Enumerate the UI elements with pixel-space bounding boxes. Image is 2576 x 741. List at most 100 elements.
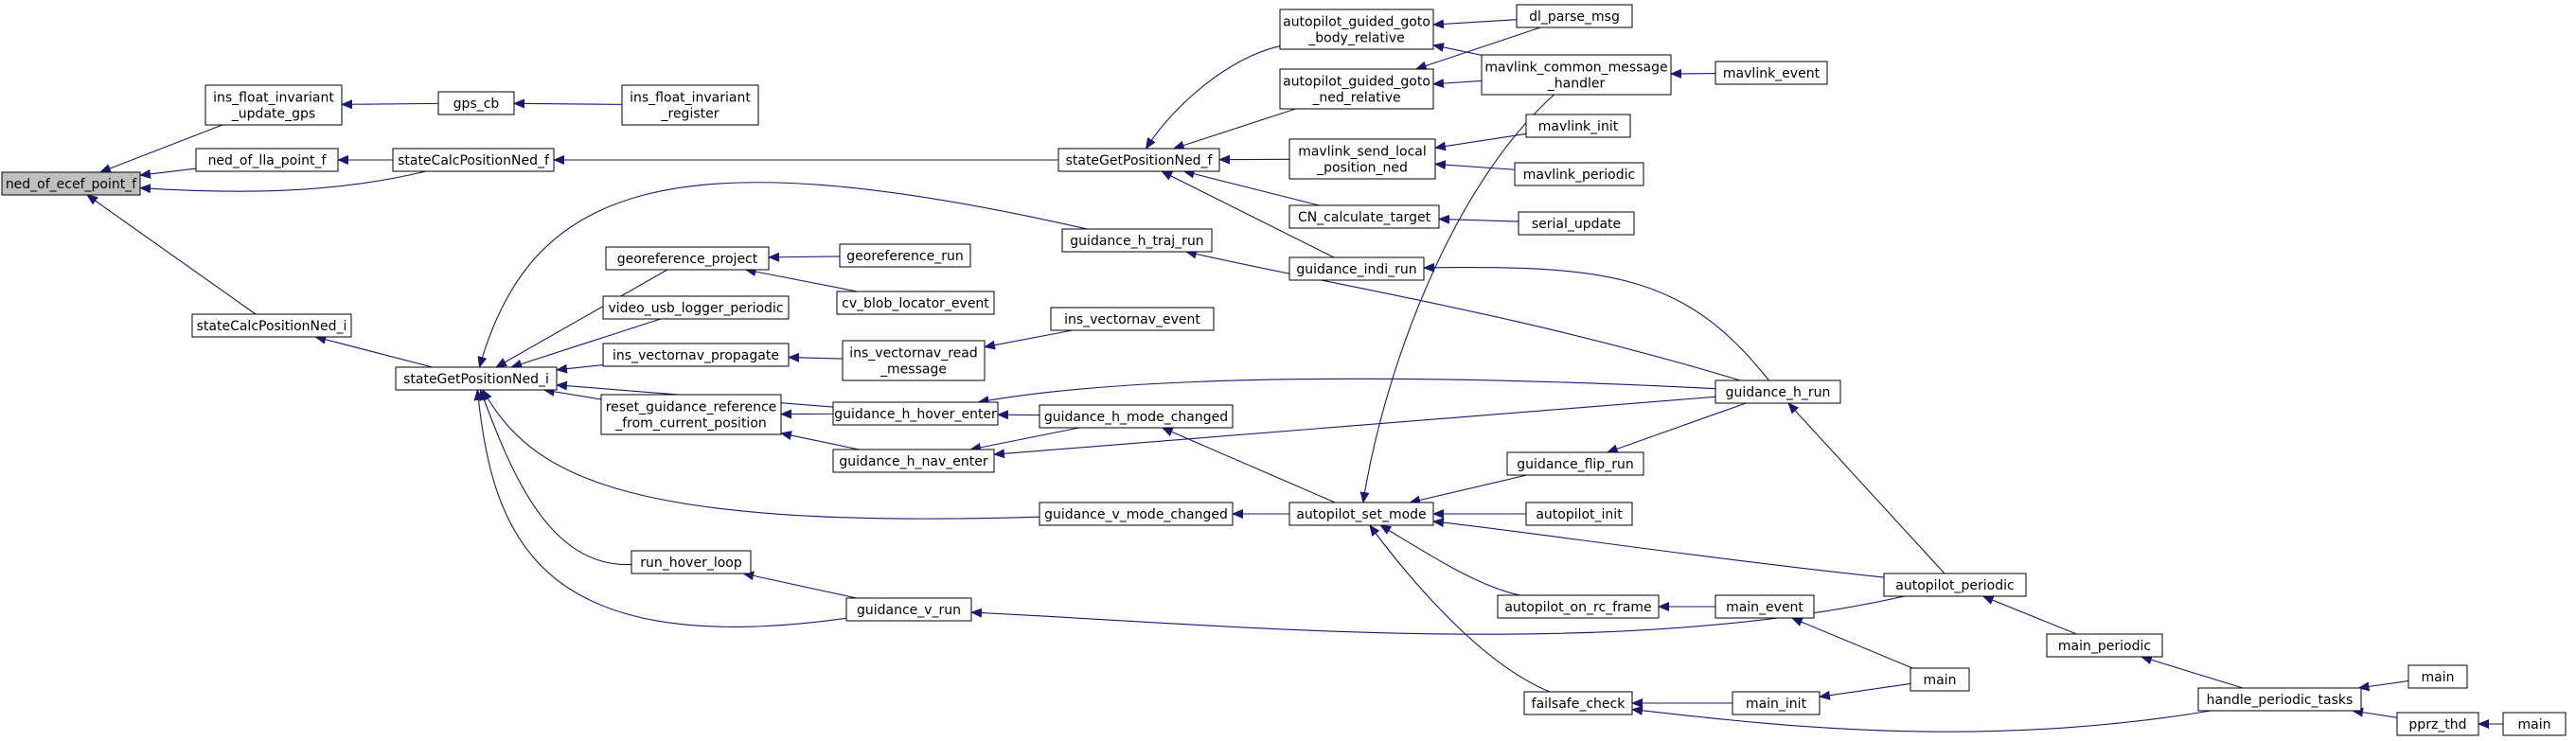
- node-label: run_hover_loop: [640, 556, 742, 571]
- node-label: mavlink_common_message: [1484, 61, 1667, 76]
- node-guidance-h-run[interactable]: guidance_h_run: [1714, 379, 1841, 404]
- edge-gps-cb-to-ins-float-invariant-update-gps: [341, 99, 439, 110]
- node-guidance-h-mode-changed[interactable]: guidance_h_mode_changed: [1039, 404, 1234, 429]
- node-guidance-indi-run[interactable]: guidance_indi_run: [1288, 256, 1425, 281]
- node-label: video_usb_logger_periodic: [608, 301, 783, 316]
- node-autopilot-guided-goto-ned-relative[interactable]: autopilot_guided_goto_ned_relative: [1279, 68, 1434, 110]
- node-box: [1279, 68, 1434, 110]
- node-run-hover-loop[interactable]: run_hover_loop: [631, 550, 752, 574]
- node-label: ins_float_invariant: [630, 91, 751, 106]
- node-mavlink-common-message-handler[interactable]: mavlink_common_message_handler: [1481, 54, 1672, 96]
- node-label: ins_vectornav_event: [1064, 312, 1200, 327]
- node-ins-float-invariant-register[interactable]: ins_float_invariant_register: [621, 84, 759, 126]
- node-box: [191, 313, 352, 338]
- node-label: mavlink_periodic: [1523, 168, 1635, 183]
- node-label: autopilot_guided_goto: [1283, 75, 1430, 90]
- node-serial-update[interactable]: serial_update: [1518, 211, 1635, 236]
- node-label: autopilot_set_mode: [1296, 507, 1426, 522]
- node-main-event[interactable]: main_event: [1714, 594, 1815, 619]
- node-box: [1039, 404, 1234, 429]
- node-gps-cb[interactable]: gps_cb: [437, 91, 515, 115]
- node-ins-vectornav-propagate[interactable]: ins_vectornav_propagate: [602, 343, 790, 367]
- node-statecalcpositionned-i[interactable]: stateCalcPositionNed_i: [191, 313, 352, 338]
- node-label: autopilot_init: [1536, 507, 1623, 522]
- node-guidance-h-hover-enter[interactable]: guidance_h_hover_enter: [832, 401, 999, 426]
- node-ins-vectornav-event[interactable]: ins_vectornav_event: [1050, 307, 1215, 331]
- node-label: reset_guidance_reference: [606, 400, 777, 415]
- node-guidance-flip-run[interactable]: guidance_flip_run: [1506, 451, 1644, 476]
- node-handle-periodic-tasks[interactable]: handle_periodic_tasks: [2197, 687, 2362, 712]
- node-label: guidance_v_run: [857, 603, 961, 618]
- node-box: [1516, 4, 1633, 28]
- node-dl-parse-msg[interactable]: dl_parse_msg: [1516, 4, 1633, 28]
- node-guidance-v-mode-changed[interactable]: guidance_v_mode_changed: [1039, 502, 1234, 526]
- edge-ins-float-invariant-register-to-gps-cb: [513, 98, 623, 109]
- node-stategetpositionned-f[interactable]: stateGetPositionNed_f: [1057, 148, 1220, 172]
- node-main-periodic[interactable]: main_periodic: [2046, 633, 2163, 658]
- edge-reset-guidance-reference-to-stategetpositionned-i: [542, 386, 602, 400]
- node-mavlink-periodic[interactable]: mavlink_periodic: [1514, 162, 1644, 186]
- node-box: [1497, 594, 1660, 619]
- node-stategetpositionned-i[interactable]: stateGetPositionNed_i: [395, 366, 558, 391]
- edge-main-b-to-handle-periodic-tasks: [2357, 679, 2409, 692]
- node-box: [602, 295, 790, 320]
- node-statecalcpositionned-f[interactable]: stateCalcPositionNed_f: [392, 148, 555, 172]
- node-video-usb-logger-periodic[interactable]: video_usb_logger_periodic: [602, 295, 790, 320]
- node-box: [2046, 633, 2163, 658]
- edge-ins-vectornav-propagate-to-stategetpositionned-i: [556, 363, 604, 374]
- node-box: [631, 550, 752, 574]
- node-autopilot-init[interactable]: autopilot_init: [1525, 502, 1633, 526]
- edge-pprz-thd-to-handle-periodic-tasks: [2352, 707, 2398, 718]
- node-main-init[interactable]: main_init: [1732, 691, 1821, 715]
- node-pprz-thd[interactable]: pprz_thd: [2396, 712, 2479, 736]
- node-autopilot-on-rc-frame[interactable]: autopilot_on_rc_frame: [1497, 594, 1660, 619]
- node-ned-of-lla-point-f[interactable]: ned_of_lla_point_f: [195, 148, 339, 172]
- node-main-a[interactable]: main: [1910, 667, 1970, 692]
- node-label: stateGetPositionNed_f: [1066, 153, 1214, 168]
- node-label: guidance_indi_run: [1296, 262, 1416, 277]
- node-ins-float-invariant-update-gps[interactable]: ins_float_invariant_update_gps: [204, 84, 343, 126]
- node-autopilot-guided-goto-body-relative[interactable]: autopilot_guided_goto_body_relative: [1279, 9, 1434, 50]
- node-mavlink-event[interactable]: mavlink_event: [1714, 61, 1828, 85]
- node-reset-guidance-reference[interactable]: reset_guidance_reference_from_current_po…: [600, 394, 782, 435]
- node-main-c[interactable]: main: [2502, 712, 2567, 736]
- node-box: [195, 148, 339, 172]
- edge-handle-periodic-tasks-to-main-periodic: [2140, 655, 2244, 689]
- node-ned-of-ecef-point-f[interactable]: ned_of_ecef_point_f: [1, 171, 141, 196]
- node-label: stateCalcPositionNed_f: [398, 153, 550, 168]
- node-guidance-h-traj-run[interactable]: guidance_h_traj_run: [1061, 228, 1213, 253]
- node-georeference-run[interactable]: georeference_run: [839, 243, 971, 268]
- node-label: main_periodic: [2058, 639, 2151, 654]
- node-box: [204, 84, 343, 126]
- edge-georeference-run-to-georeference-project: [768, 252, 841, 262]
- node-label: mavlink_init: [1538, 119, 1619, 134]
- node-cv-blob-locator-event[interactable]: cv_blob_locator_event: [836, 291, 995, 315]
- node-label: failsafe_check: [1532, 697, 1626, 712]
- node-ins-vectornav-read-message[interactable]: ins_vectornav_read_message: [842, 340, 986, 381]
- edge-main-a-to-main-init: [1819, 682, 1911, 700]
- node-main-b[interactable]: main: [2407, 664, 2468, 689]
- node-label: CN_calculate_target: [1298, 210, 1431, 225]
- node-box: [2396, 712, 2479, 736]
- node-box: [1518, 211, 1635, 236]
- node-autopilot-set-mode[interactable]: autopilot_set_mode: [1288, 502, 1434, 526]
- node-mavlink-init[interactable]: mavlink_init: [1525, 114, 1631, 138]
- node-guidance-h-nav-enter[interactable]: guidance_h_nav_enter: [832, 449, 995, 473]
- node-cn-calculate-target[interactable]: CN_calculate_target: [1288, 204, 1440, 229]
- node-box: [1714, 379, 1841, 404]
- node-georeference-project[interactable]: georeference_project: [605, 246, 770, 271]
- node-box: [1523, 691, 1633, 715]
- edge-guidance-indi-run-to-stategetpositionned-f: [1161, 170, 1335, 258]
- node-label: _position_ned: [1316, 161, 1408, 176]
- node-box: [1288, 138, 1436, 180]
- node-box: [1732, 691, 1821, 715]
- node-box: [1288, 502, 1434, 526]
- node-autopilot-periodic[interactable]: autopilot_periodic: [1883, 573, 2027, 597]
- node-label: mavlink_event: [1723, 66, 1821, 81]
- node-failsafe-check[interactable]: failsafe_check: [1523, 691, 1633, 715]
- edge-main-periodic-to-autopilot-periodic: [1981, 595, 2077, 635]
- node-mavlink-send-local-position-ned[interactable]: mavlink_send_local_position_ned: [1288, 138, 1436, 180]
- node-guidance-v-run[interactable]: guidance_v_run: [845, 597, 972, 622]
- node-label: guidance_h_run: [1726, 385, 1831, 400]
- edge-guidance-h-traj-run-to-stategetpositionned-i: [477, 182, 1088, 368]
